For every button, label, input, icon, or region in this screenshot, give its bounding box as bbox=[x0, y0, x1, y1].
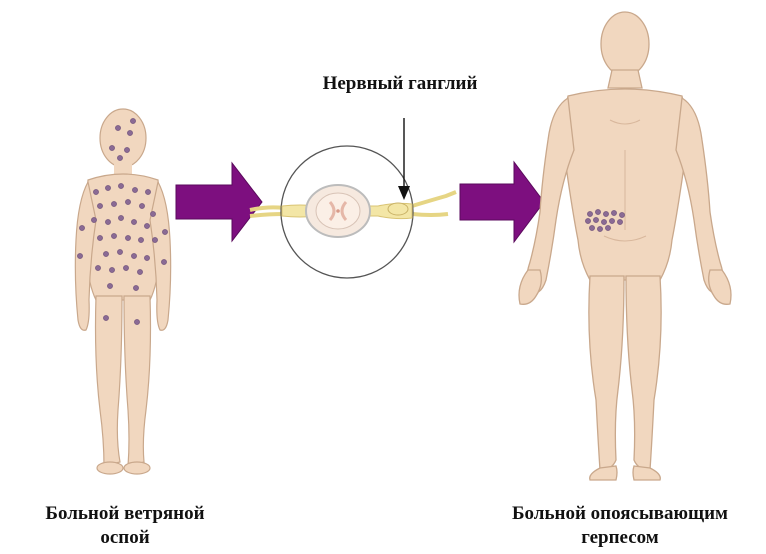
adult-figure bbox=[519, 12, 731, 480]
arrow-icon-right bbox=[460, 162, 544, 242]
ganglion-inset bbox=[250, 146, 456, 278]
arrow-icon-left bbox=[176, 163, 262, 241]
shingles-patient-caption: Больной опоясывающим герпесом bbox=[470, 502, 766, 550]
caption-left-line1: Больной ветряной bbox=[0, 502, 250, 526]
caption-right-line1: Больной опоясывающим bbox=[470, 502, 766, 526]
caption-right-line2: герпесом bbox=[470, 526, 766, 550]
caption-left-line2: оспой bbox=[0, 526, 250, 550]
ganglion-label: Нервный ганглий bbox=[250, 72, 550, 96]
chickenpox-patient-caption: Больной ветряной оспой bbox=[0, 502, 250, 550]
child-figure bbox=[75, 109, 170, 474]
